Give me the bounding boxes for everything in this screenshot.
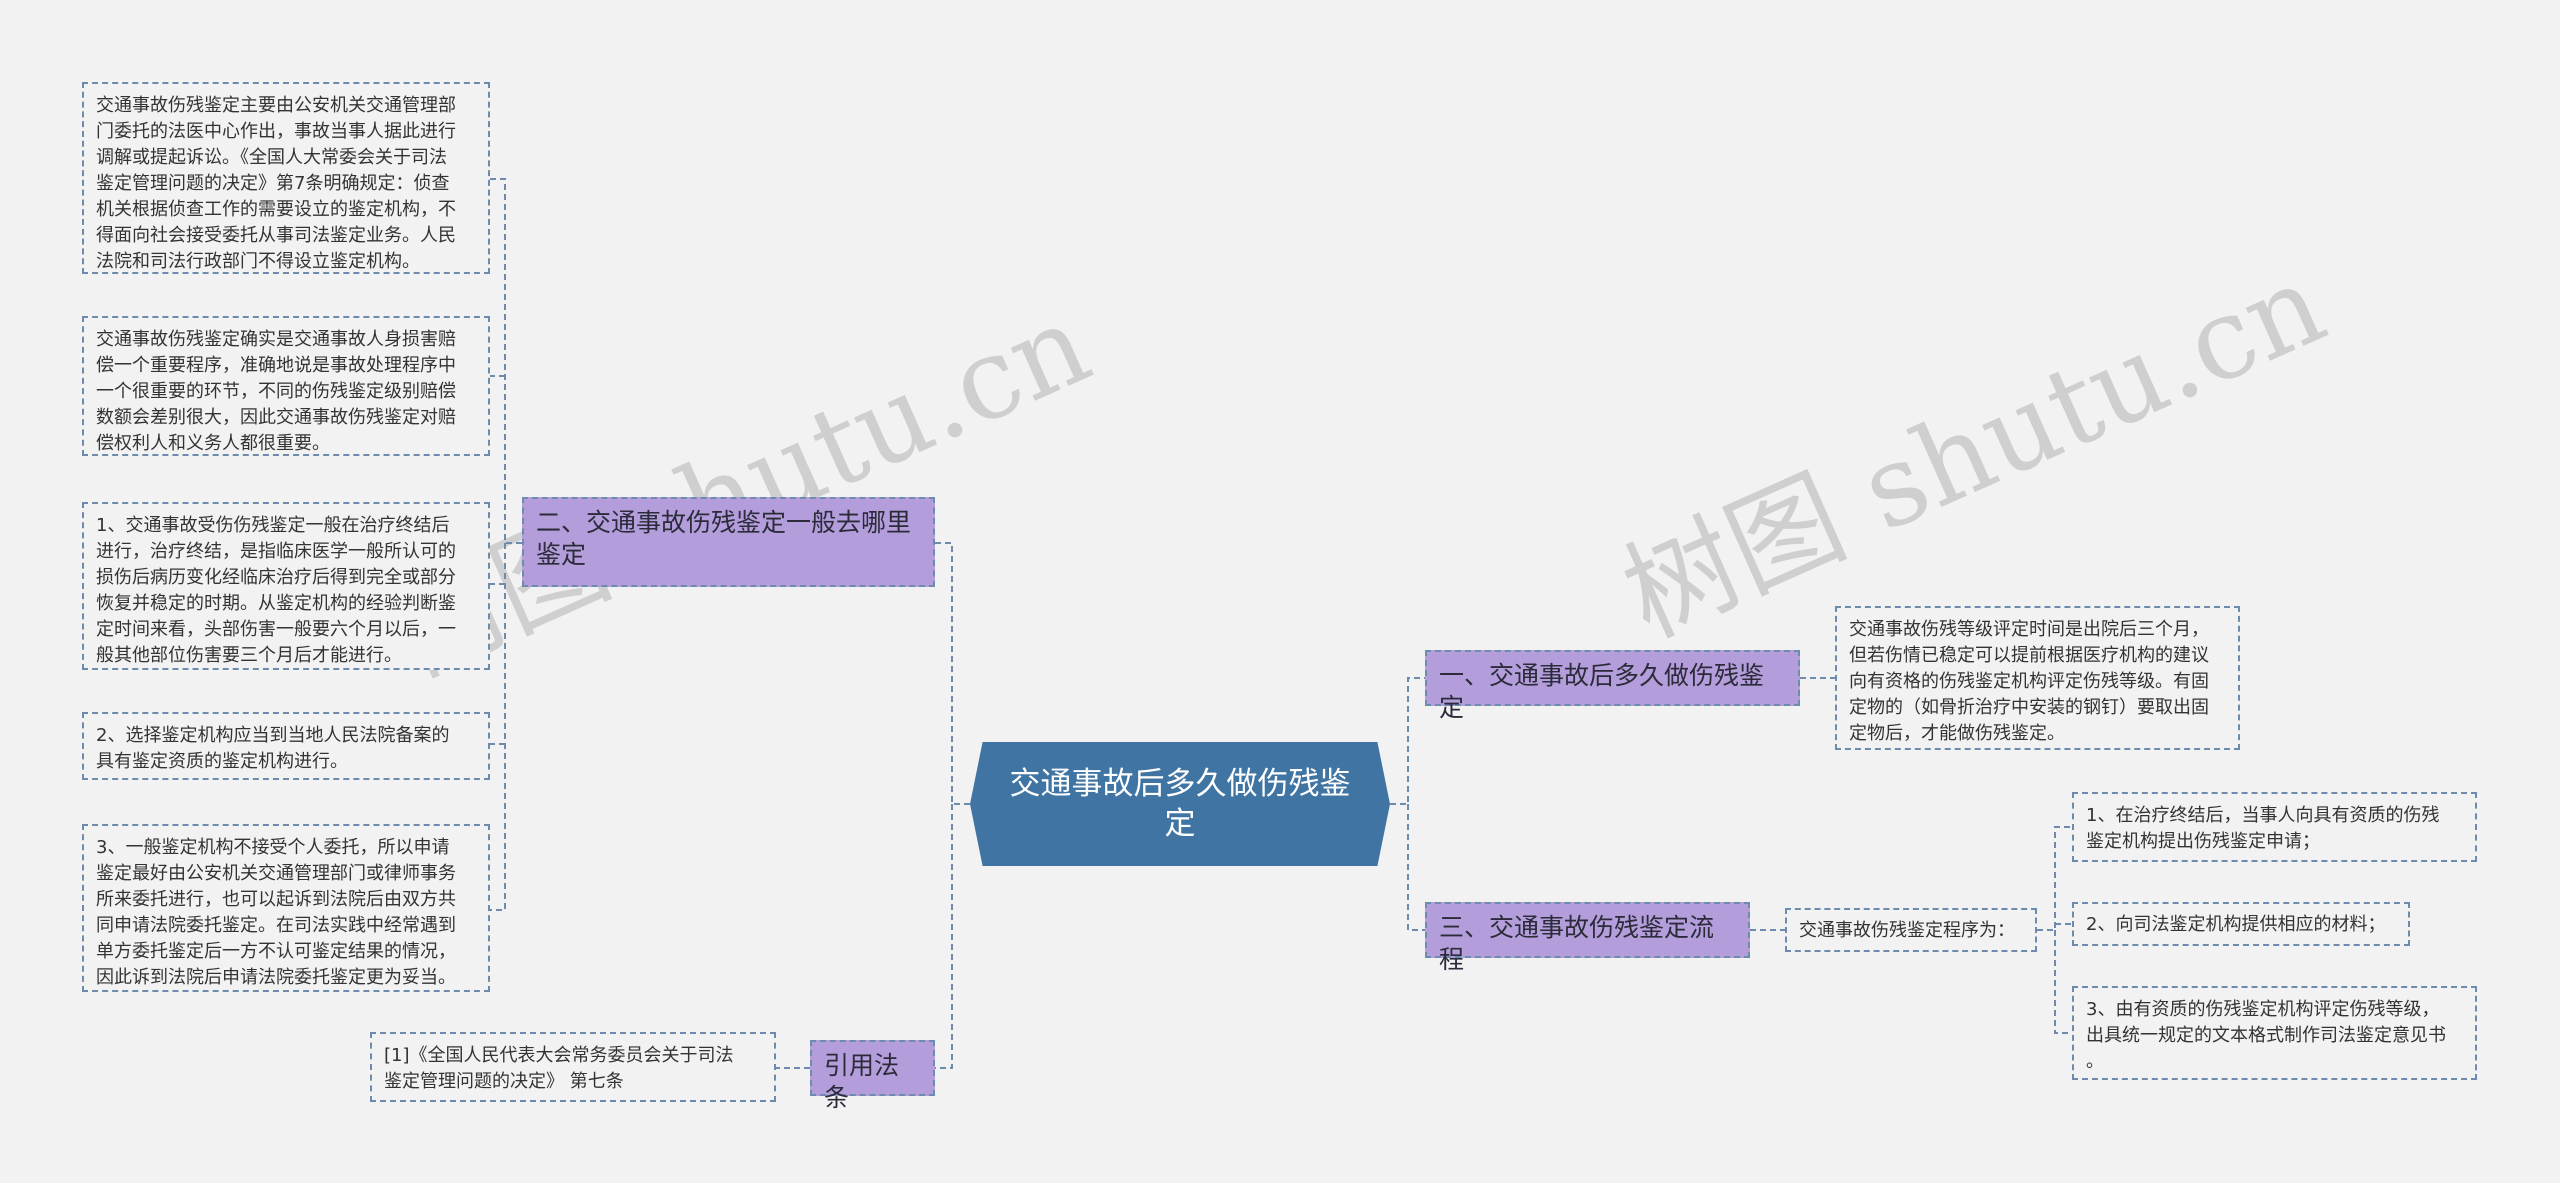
leaf-process-3: 3、由有资质的伤残鉴定机构评定伤残等级， 出具统一规定的文本格式制作司法鉴定意见… [2072,986,2477,1080]
link-mid-leaves [2037,826,2072,1034]
link-root-right [1390,677,1425,805]
leaf-when-1: 交通事故伤残等级评定时间是出院后三个月， 但若伤情已稳定可以提前根据医疗机构的建… [1835,606,2240,750]
branch-where-to-appraise[interactable]: 二、交通事故伤残鉴定一般去哪里 鉴定 [522,497,935,587]
leaf-process-2: 2、向司法鉴定机构提供相应的材料； [2072,902,2410,946]
link-where-leaves [488,178,522,911]
leaf-where-5: 3、一般鉴定机构不接受个人委托，所以申请 鉴定最好由公安机关交通管理部门或律师事… [82,824,490,992]
branch-when-to-appraise[interactable]: 一、交通事故后多久做伤残鉴定 [1425,650,1800,722]
leaf-where-1: 交通事故伤残鉴定主要由公安机关交通管理部 门委托的法医中心作出，事故当事人据此进… [82,82,490,274]
leaf-where-2: 交通事故伤残鉴定确实是交通事故人身损害赔 偿一个重要程序，准确地说是事故处理程序… [82,316,490,456]
link-root-process [1407,804,1425,931]
branch-cited-law[interactable]: 引用法条 [810,1040,935,1112]
leaf-process-1: 1、在治疗终结后，当事人向具有资质的伤残 鉴定机构提出伤残鉴定申请； [2072,792,2477,862]
branch-appraisal-process[interactable]: 三、交通事故伤残鉴定流程 [1425,902,1750,974]
leaf-process-intro: 交通事故伤残鉴定程序为： [1785,908,2037,952]
leaf-law-1: [1]《全国人民代表大会常务委员会关于司法 鉴定管理问题的决定》 第七条 [370,1032,776,1102]
link-root-law [935,804,953,1069]
leaf-where-3: 1、交通事故受伤伤残鉴定一般在治疗终结后 进行，治疗终结，是指临床医学一般所认可… [82,502,490,670]
root-topic[interactable]: 交通事故后多久做伤残鉴 定 [970,742,1390,866]
link-root-left [935,542,970,805]
leaf-where-4: 2、选择鉴定机构应当到当地人民法院备案的 具有鉴定资质的鉴定机构进行。 [82,712,490,780]
